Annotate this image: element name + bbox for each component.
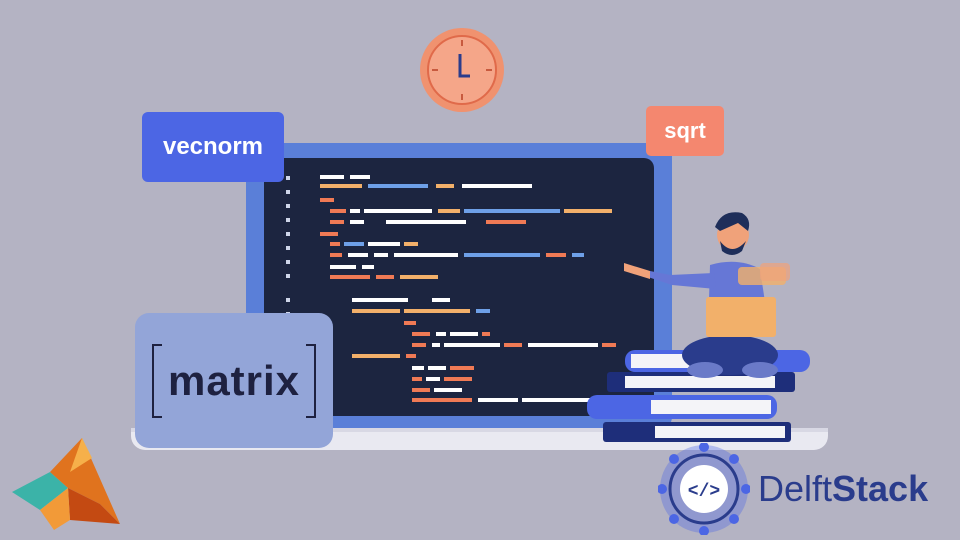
code-lines-illustration [286, 175, 616, 402]
vecnorm-label: vecnorm [162, 133, 264, 160]
sqrt-tag: sqrt [646, 106, 724, 156]
code-symbol: </> [688, 482, 720, 502]
left-bracket [151, 343, 162, 418]
brand-name-part2: Stack [832, 468, 929, 509]
brand-name: DelftStack [758, 468, 928, 510]
clock-icon [420, 28, 504, 112]
brand-name-part1: Delft [758, 468, 833, 509]
person-illustration [624, 212, 790, 378]
sqrt-label: sqrt [664, 118, 706, 143]
delftstack-logo-icon: </> [658, 443, 750, 535]
matlab-logo-icon [12, 438, 120, 530]
laptop-base-edge [131, 428, 828, 432]
delftstack-brand: </> DelftStack [658, 443, 928, 535]
matrix-label: matrix [167, 356, 301, 404]
right-bracket [306, 343, 317, 418]
code-screen [264, 158, 654, 416]
vecnorm-tag: vecnorm [142, 112, 284, 182]
matrix-card: matrix [135, 313, 333, 448]
